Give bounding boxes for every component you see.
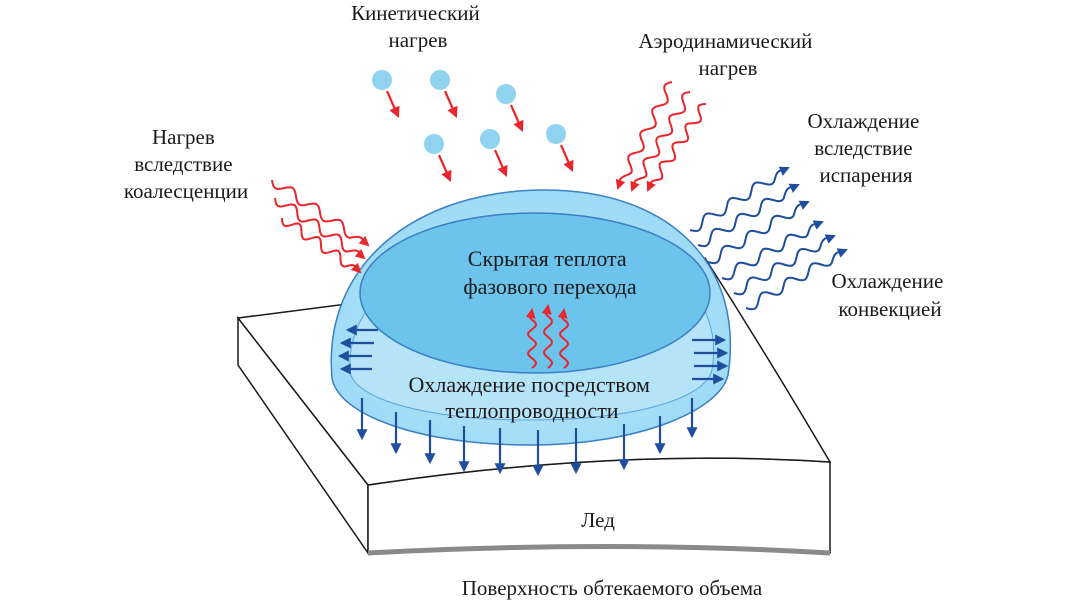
evaporation-wave-icon: [707, 200, 810, 265]
particle-icon: [424, 134, 444, 154]
coalescence-wave-icon: [274, 197, 366, 260]
convection-wave-icon: [733, 234, 836, 296]
coalescence-wave-icon: [271, 179, 370, 247]
wavy-arrows: [271, 81, 848, 369]
coalescence-wave-icon: [281, 217, 362, 274]
aero-wave-icon: [646, 103, 707, 192]
label-evaporation-cooling: Охлаждение вследствие испарения: [807, 109, 924, 187]
aero-wave-icon: [615, 81, 673, 190]
label-latent-heat: Скрытая теплота фазового перехода: [463, 246, 637, 299]
kinetic-arrow-icon: [509, 104, 524, 133]
label-conduction-cooling: Охлаждение посредством теплопроводности: [409, 372, 656, 423]
aero-wave-icon: [630, 91, 691, 192]
label-aerodynamic-heating: Аэродинамический нагрев: [638, 29, 817, 80]
kinetic-arrow-icon: [437, 154, 452, 183]
particle-icon: [546, 124, 566, 144]
label-surface: Поверхность обтекаемого объема: [462, 576, 763, 600]
convection-wave-icon: [721, 220, 824, 281]
kinetic-arrow-icon: [493, 149, 508, 178]
latent-wave-icon: [557, 308, 570, 369]
evaporation-wave-icon: [689, 166, 790, 233]
convection-wave-icon: [745, 248, 848, 311]
kinetic-arrow-icon: [385, 90, 400, 119]
kinetic-arrow-icon: [443, 90, 458, 119]
latent-heat-core: [359, 212, 711, 374]
particle-icon: [372, 70, 392, 90]
label-ice: Лед: [581, 508, 615, 532]
particle-icon: [496, 84, 516, 104]
latent-wave-icon: [525, 308, 538, 369]
kinetic-particles: [372, 70, 574, 183]
latent-wave-icon: [541, 304, 554, 369]
label-kinetic-heating: Кинетический нагрев: [351, 1, 485, 52]
conduction-arrows: [337, 324, 729, 477]
label-coalescence-heating: Нагрев вследствие коалесценции: [124, 125, 248, 203]
kinetic-arrow-icon: [559, 144, 574, 173]
evaporation-wave-icon: [697, 183, 800, 248]
label-convection-cooling: Охлаждение конвекцией: [831, 269, 948, 321]
particle-icon: [430, 70, 450, 90]
particle-icon: [480, 129, 500, 149]
